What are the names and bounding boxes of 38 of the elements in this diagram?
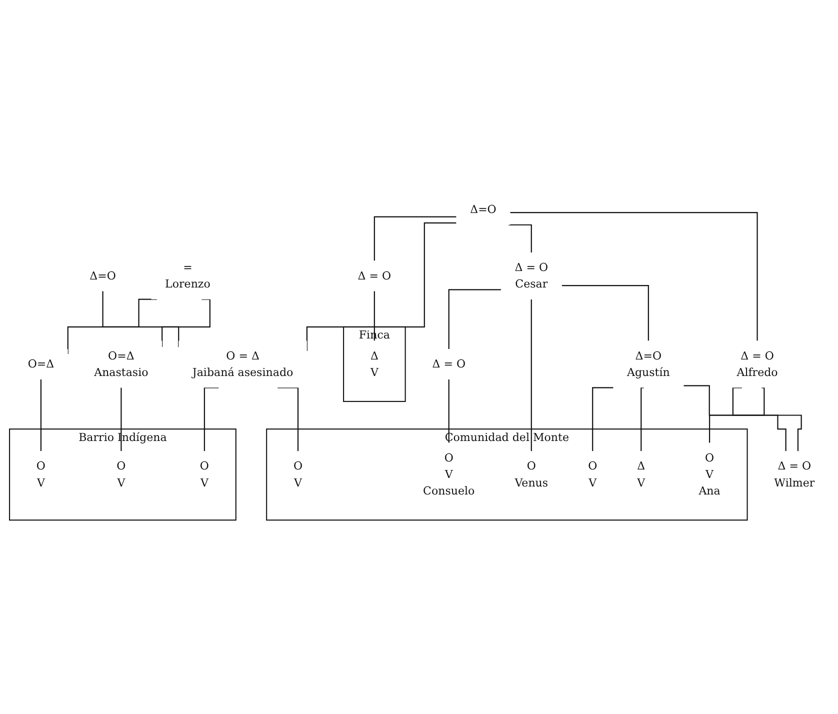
node-text: Δ=O [470, 202, 496, 216]
node-text: Δ = O Cesar [514, 260, 548, 290]
node-text: Δ=O [90, 268, 116, 282]
connector [530, 298, 532, 451]
node-text: Δ V [637, 459, 646, 489]
connector [562, 284, 649, 340]
connector [508, 224, 532, 252]
node-text: O V Consuelo [423, 450, 475, 498]
connector [374, 290, 375, 340]
node-text: Δ V [370, 348, 378, 378]
node-text: Δ=O Agustín [626, 348, 670, 378]
node-text: O V [36, 459, 46, 489]
node-text: O V [588, 459, 598, 489]
node-text: O=Δ Anastasio [94, 348, 148, 378]
connector [640, 386, 644, 451]
connector [510, 212, 758, 340]
node-text: = Lorenzo [165, 260, 210, 290]
connector [732, 386, 802, 451]
connector [374, 216, 456, 260]
connector [708, 386, 765, 443]
connector [684, 384, 786, 451]
connector [120, 386, 122, 451]
connector [40, 378, 42, 451]
node-text: O V [116, 459, 126, 489]
connector [278, 386, 299, 451]
node-text: Δ = O [432, 356, 466, 370]
connector [448, 378, 450, 443]
connector [448, 288, 501, 349]
node-text: O=Δ [28, 356, 54, 370]
node-text: O V Ana [698, 450, 720, 498]
node-text: Δ = O Wilmer [774, 459, 815, 489]
node-text: O Venus [514, 459, 548, 489]
connector [204, 386, 219, 451]
node-text: Δ = O [358, 268, 392, 282]
node-text: O V [200, 459, 209, 489]
node-text: O V [293, 459, 303, 489]
connector [592, 386, 614, 451]
node-text: Δ = O Alfredo [736, 348, 778, 378]
